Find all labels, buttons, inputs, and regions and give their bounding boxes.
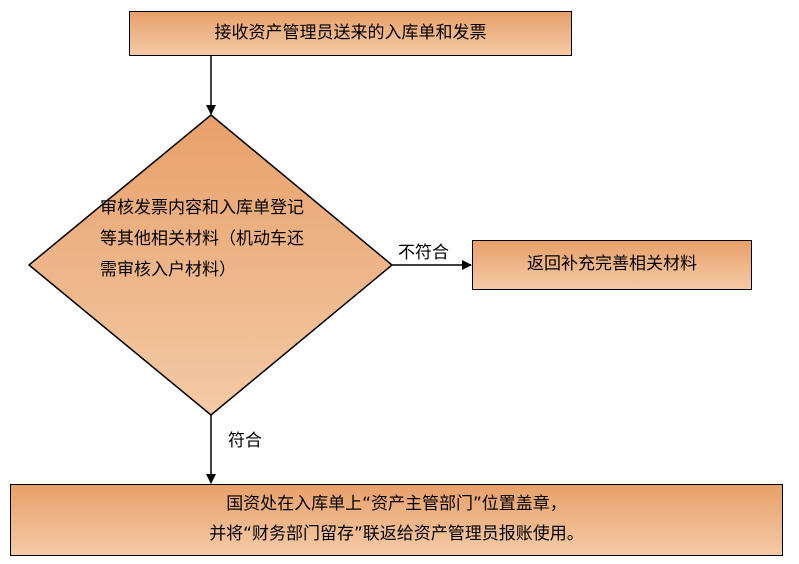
node-receive-text: 接收资产管理员送来的入库单和发票 (214, 22, 487, 43)
node-return: 返回补充完善相关材料 (472, 240, 752, 290)
node-final-line2: 并将“财务部门留存”联返给资产管理员报账使用。 (209, 524, 584, 544)
node-final: 国资处在入库单上“资产主管部门”位置盖章， 并将“财务部门留存”联返给资产管理员… (10, 484, 783, 556)
node-return-text: 返回补充完善相关材料 (527, 254, 697, 275)
edge-label-not-match: 不符合 (398, 243, 449, 263)
edge-label-match: 符合 (228, 431, 262, 451)
node-review-text: 审核发票内容和入库单登记等其他相关材料（机动车还需审核入户材料） (100, 198, 304, 280)
node-receive: 接收资产管理员送来的入库单和发票 (129, 11, 572, 56)
node-final-line1: 国资处在入库单上“资产主管部门”位置盖章， (226, 494, 567, 515)
